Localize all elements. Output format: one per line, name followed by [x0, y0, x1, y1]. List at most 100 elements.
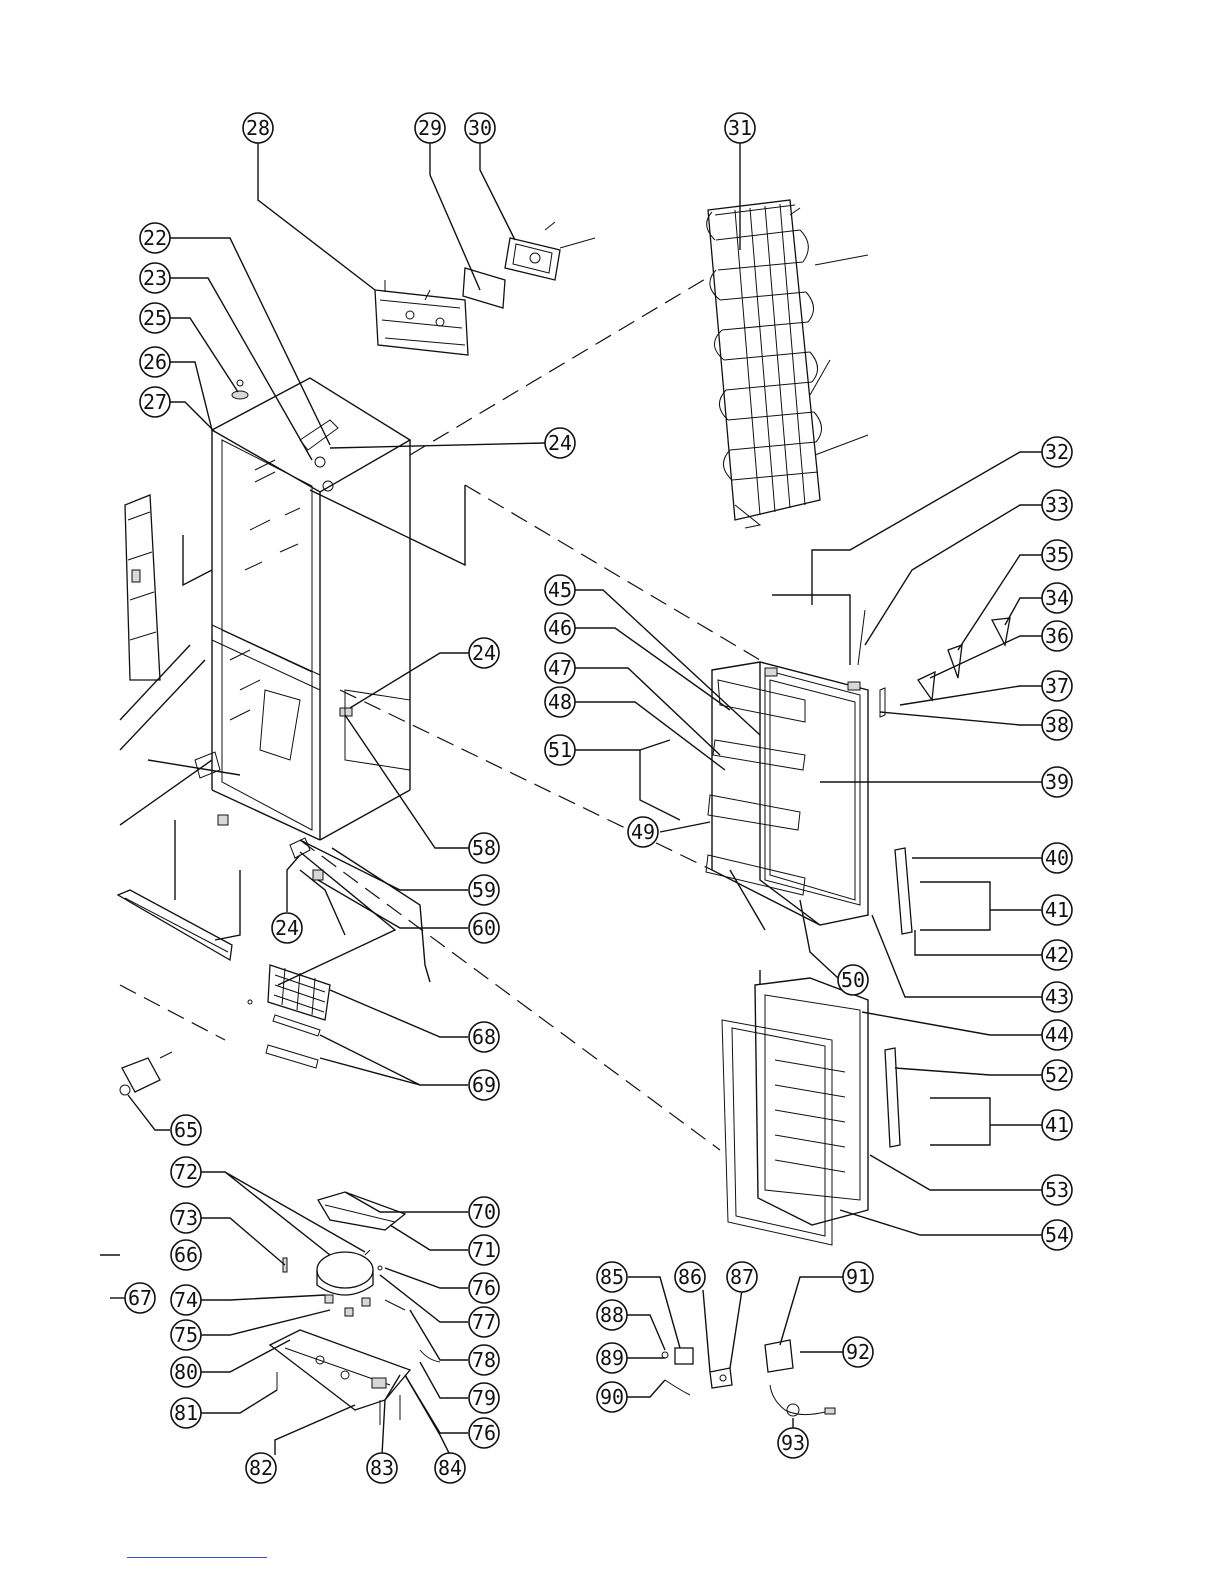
- callout-number: 48: [548, 690, 572, 714]
- freezer-door: [722, 978, 868, 1245]
- callout-number: 73: [174, 1206, 198, 1230]
- callout-number: 24: [548, 431, 572, 455]
- drip-tray: [318, 1192, 405, 1230]
- callout-c40: 40: [1042, 843, 1072, 873]
- callout-c49: 49: [628, 817, 658, 847]
- callout-number: 53: [1045, 1178, 1069, 1202]
- callout-c78: 78: [469, 1345, 499, 1375]
- callout-c44: 44: [1042, 1020, 1072, 1050]
- callout-number: 38: [1045, 713, 1069, 737]
- callout-c66: 66: [171, 1240, 201, 1270]
- callout-number: 65: [174, 1118, 198, 1142]
- callout-number: 68: [472, 1025, 496, 1049]
- leader-lines: [100, 142, 1043, 1455]
- callout-c50: 50: [838, 965, 868, 995]
- callout-c45: 45: [545, 575, 575, 605]
- callout-c29: 29: [415, 113, 445, 143]
- callout-c59: 59: [469, 875, 499, 905]
- callout-number: 27: [143, 390, 167, 414]
- footer-link-rule: [127, 1557, 267, 1558]
- callout-c75: 75: [171, 1320, 201, 1350]
- callout-c32: 32: [1042, 437, 1072, 467]
- callout-number: 84: [438, 1456, 462, 1480]
- callout-number: 60: [472, 916, 496, 940]
- callout-c24b: 24: [469, 638, 499, 668]
- callout-c82: 82: [246, 1453, 276, 1483]
- callout-c92: 92: [843, 1337, 873, 1367]
- callout-c54: 54: [1042, 1220, 1072, 1250]
- top-control-bracket: [375, 280, 468, 355]
- callout-c24a: 24: [545, 428, 575, 458]
- callout-c35: 35: [1042, 540, 1072, 570]
- callout-c30: 30: [465, 113, 495, 143]
- fridge-door: [706, 662, 868, 925]
- base-grille: [118, 890, 232, 960]
- callout-c93: 93: [778, 1428, 808, 1458]
- callout-c60: 60: [469, 913, 499, 943]
- callout-c47: 47: [545, 653, 575, 683]
- callout-c52: 52: [1042, 1060, 1072, 1090]
- fan-motor: [120, 1052, 172, 1095]
- callout-number: 39: [1045, 770, 1069, 794]
- callout-number: 35: [1045, 543, 1069, 567]
- callout-number: 93: [781, 1431, 805, 1455]
- callout-c76b: 76: [469, 1418, 499, 1448]
- callout-number: 23: [143, 266, 167, 290]
- callout-number: 78: [472, 1348, 496, 1372]
- callout-number: 87: [730, 1265, 754, 1289]
- callout-c27: 27: [140, 387, 170, 417]
- callout-number: 66: [174, 1243, 198, 1267]
- callout-number: 44: [1045, 1023, 1069, 1047]
- callout-c51: 51: [545, 735, 575, 765]
- callout-c73: 73: [171, 1203, 201, 1233]
- callout-number: 81: [174, 1401, 198, 1425]
- rear-panel: [125, 495, 160, 680]
- cabinet-body: [195, 378, 410, 880]
- callout-number: 29: [418, 116, 442, 140]
- callout-c43: 43: [1042, 982, 1072, 1012]
- callout-c42: 42: [1042, 940, 1072, 970]
- callout-c24c: 24: [272, 913, 302, 943]
- callout-number: 25: [143, 306, 167, 330]
- callout-c85: 85: [597, 1262, 627, 1292]
- callout-number: 67: [128, 1286, 152, 1310]
- callout-number: 88: [600, 1303, 624, 1327]
- callout-c26: 26: [140, 347, 170, 377]
- callout-number: 90: [600, 1385, 624, 1409]
- callout-c74: 74: [171, 1285, 201, 1315]
- callout-number: 41: [1045, 898, 1069, 922]
- callout-number: 32: [1045, 440, 1069, 464]
- callout-number: 26: [143, 350, 167, 374]
- callout-number: 41: [1045, 1113, 1069, 1137]
- callout-c65: 65: [171, 1115, 201, 1145]
- callout-c38: 38: [1042, 710, 1072, 740]
- callout-c36: 36: [1042, 621, 1072, 651]
- callout-number: 36: [1045, 624, 1069, 648]
- callout-c86: 86: [675, 1262, 705, 1292]
- callout-number: 71: [472, 1238, 496, 1262]
- callout-c25: 25: [140, 303, 170, 333]
- callout-number: 79: [472, 1386, 496, 1410]
- callout-c34: 34: [1042, 583, 1072, 613]
- compressor-accessories: [283, 1258, 440, 1362]
- part-drawings: [118, 200, 1010, 1425]
- callout-c53: 53: [1042, 1175, 1072, 1205]
- callout-c48: 48: [545, 687, 575, 717]
- callout-number: 72: [174, 1160, 198, 1184]
- callout-number: 33: [1045, 493, 1069, 517]
- callout-c41b: 41: [1042, 1110, 1072, 1140]
- callout-c81: 81: [171, 1398, 201, 1428]
- callout-c31: 31: [725, 113, 755, 143]
- callout-number: 70: [472, 1200, 496, 1224]
- callout-c46: 46: [545, 613, 575, 643]
- callout-number: 24: [472, 641, 496, 665]
- callout-number: 30: [468, 116, 492, 140]
- callout-number: 58: [472, 836, 496, 860]
- callout-number: 49: [631, 820, 655, 844]
- callout-c69: 69: [469, 1070, 499, 1100]
- callout-c58: 58: [469, 833, 499, 863]
- callout-c41a: 41: [1042, 895, 1072, 925]
- callout-c39: 39: [1042, 767, 1072, 797]
- callout-number: 74: [174, 1288, 198, 1312]
